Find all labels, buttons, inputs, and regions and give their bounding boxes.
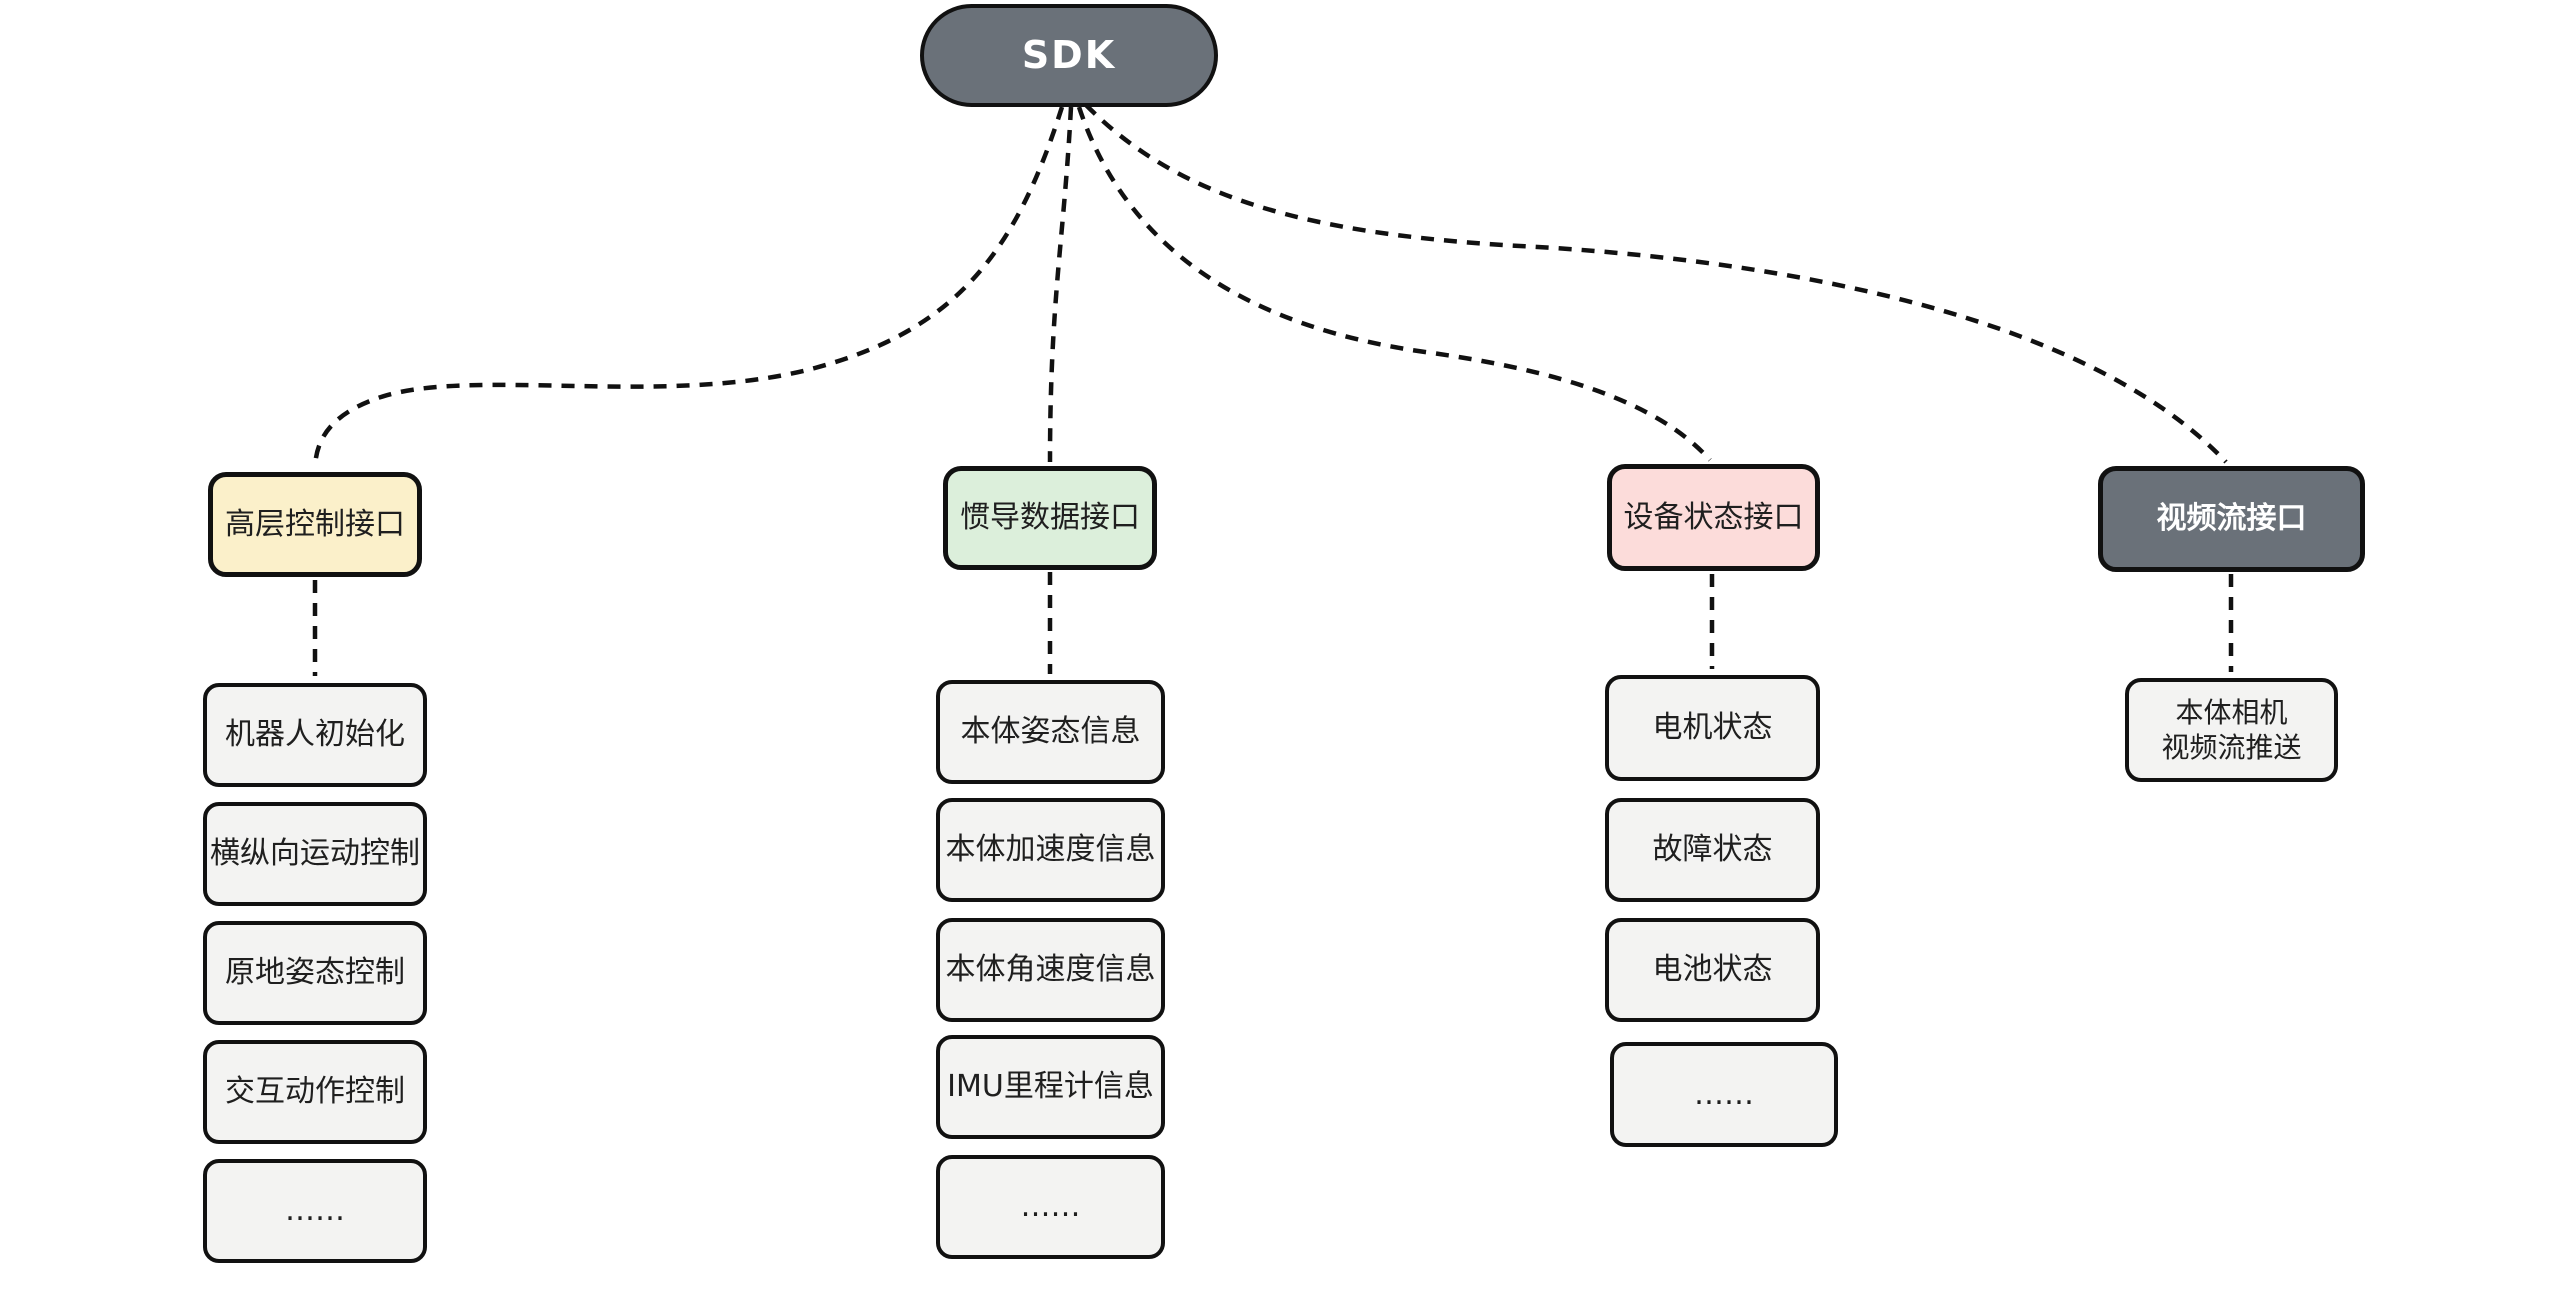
header-high-level-control: 高层控制接口: [208, 472, 422, 577]
node-robot-init: 机器人初始化: [203, 683, 427, 787]
node-body-camera-video-stream-push: 本体相机 视频流推送: [2125, 678, 2338, 782]
node-imu-odometry-info: IMU里程计信息: [936, 1035, 1165, 1139]
node-body-angular-velocity-info: 本体角速度信息: [936, 918, 1165, 1022]
node-device-status-ellipsis: ……: [1610, 1042, 1838, 1147]
node-fault-status: 故障状态: [1605, 798, 1820, 902]
node-in-place-posture-control: 原地姿态控制: [203, 921, 427, 1025]
node-lateral-longitudinal-motion-control: 横纵向运动控制: [203, 802, 427, 906]
connector-root-to-imu-data: [1047, 106, 1074, 463]
node-interactive-action-control: 交互动作控制: [203, 1040, 427, 1144]
node-battery-status: 电池状态: [1605, 918, 1820, 1022]
header-video-stream: 视频流接口: [2098, 466, 2365, 572]
node-body-posture-info: 本体姿态信息: [936, 680, 1165, 784]
node-body-acceleration-info: 本体加速度信息: [936, 798, 1165, 902]
header-imu-data: 惯导数据接口: [943, 466, 1157, 570]
node-imu-data-ellipsis: ……: [936, 1155, 1165, 1259]
connector-root-to-high-level-control: [312, 106, 1065, 469]
connector-root-to-device-status: [1076, 106, 1712, 462]
connector-root-to-video-stream: [1084, 103, 2228, 464]
node-motor-status: 电机状态: [1605, 675, 1820, 781]
sdk-root-node: SDK: [920, 4, 1218, 107]
node-high-level-control-ellipsis: ……: [203, 1159, 427, 1263]
header-device-status: 设备状态接口: [1607, 464, 1820, 571]
